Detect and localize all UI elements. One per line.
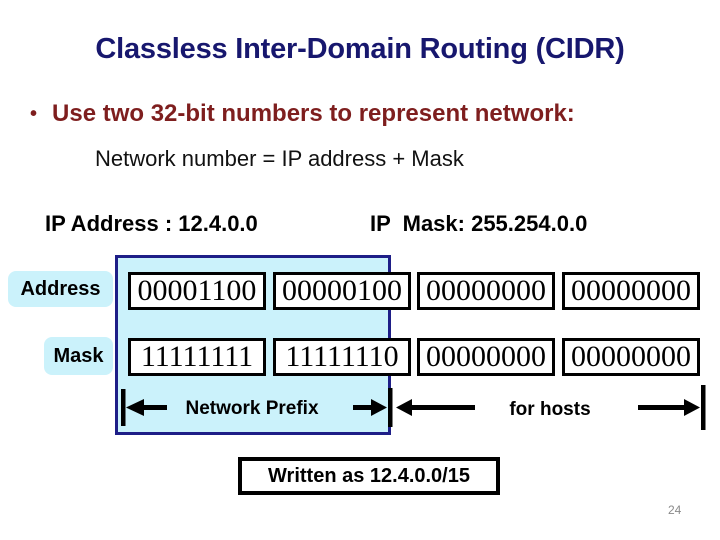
formula-text: Network number = IP address + Mask <box>95 146 464 171</box>
written-as-text: Written as 12.4.0.0/15 <box>268 464 470 487</box>
page-title: Classless Inter-Domain Routing (CIDR) <box>95 33 625 65</box>
bullet-item: • Use two 32-bit numbers to represent ne… <box>30 100 575 128</box>
hosts-right-terminator-bar <box>701 385 706 430</box>
page-number: 24 <box>668 503 682 517</box>
hosts-arrow-right-icon <box>638 399 700 416</box>
ip-mask-label: IP Mask: 255.254.0.0 <box>370 211 588 236</box>
written-as-box: Written as 12.4.0.0/15 <box>238 457 500 495</box>
mask-row-label: Mask <box>44 337 113 375</box>
for-hosts-label: for hosts <box>509 399 591 420</box>
mask-octet-cell: 00000000 <box>417 338 555 376</box>
network-prefix-label: Network Prefix <box>185 398 319 419</box>
prefix-arrow-right-icon <box>353 399 387 416</box>
ip-address-label: IP Address : 12.4.0.0 <box>45 211 258 236</box>
address-octet-cell: 00001100 <box>128 272 266 310</box>
prefix-hosts-divider-bar <box>388 388 393 427</box>
hosts-arrow-left-icon <box>396 399 475 416</box>
address-octet-cell: 00000000 <box>417 272 555 310</box>
prefix-left-terminator-bar <box>121 389 126 426</box>
bullet-marker: • <box>30 103 38 125</box>
mask-octet-cell: 11111110 <box>273 338 411 376</box>
span-arrows-diagram <box>121 385 706 430</box>
prefix-arrow-left-icon <box>126 399 167 416</box>
address-row-label: Address <box>8 271 113 307</box>
mask-octet-cell: 00000000 <box>562 338 700 376</box>
address-octet-cell: 00000100 <box>273 272 411 310</box>
address-octet-cell: 00000000 <box>562 272 700 310</box>
bullet-text: Use two 32-bit numbers to represent netw… <box>52 100 575 127</box>
mask-octet-cell: 11111111 <box>128 338 266 376</box>
